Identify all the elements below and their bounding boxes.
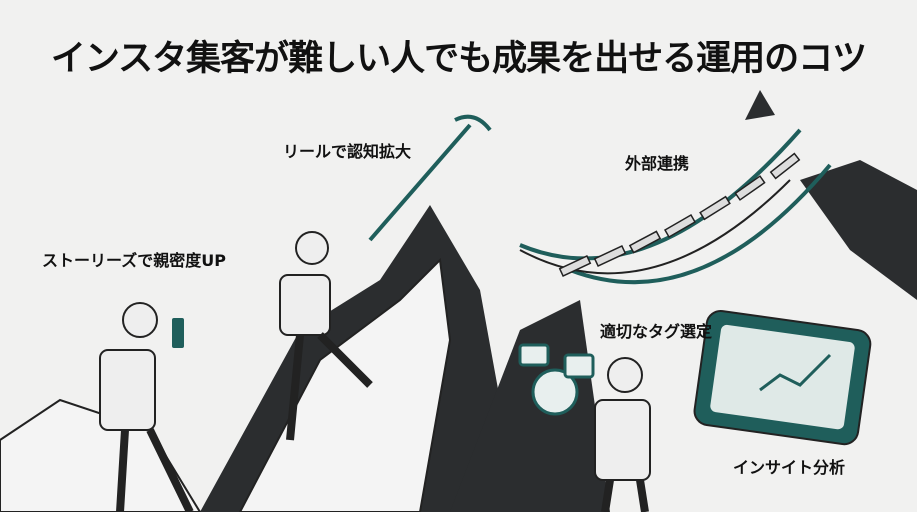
analytics-tablet-icon bbox=[693, 309, 872, 446]
compass-device-icon bbox=[518, 343, 595, 416]
ice-axe-icon bbox=[368, 114, 492, 242]
walkie-talkie-icon bbox=[172, 318, 184, 348]
label-tags: 適切なタグ選定 bbox=[600, 322, 713, 341]
bridge-planks bbox=[558, 152, 801, 277]
climber-stories bbox=[99, 302, 194, 512]
right-rock bbox=[800, 160, 917, 300]
label-insights: インサイト分析 bbox=[733, 458, 846, 477]
label-collab: 外部連携 bbox=[625, 154, 690, 173]
rope-bridge-icon bbox=[519, 128, 832, 285]
page-title: インスタ集客が難しい人でも成果を出せる運用のコツ bbox=[50, 39, 867, 79]
left-rock bbox=[0, 398, 202, 512]
label-reels: リールで認知拡大 bbox=[283, 142, 412, 161]
central-rock-highlight bbox=[238, 257, 452, 512]
lower-rock bbox=[450, 300, 610, 512]
climber-tags bbox=[594, 357, 651, 512]
label-stories: ストーリーズで親密度UP bbox=[42, 251, 226, 270]
climber-reels bbox=[279, 231, 373, 441]
top-peak bbox=[745, 90, 775, 120]
